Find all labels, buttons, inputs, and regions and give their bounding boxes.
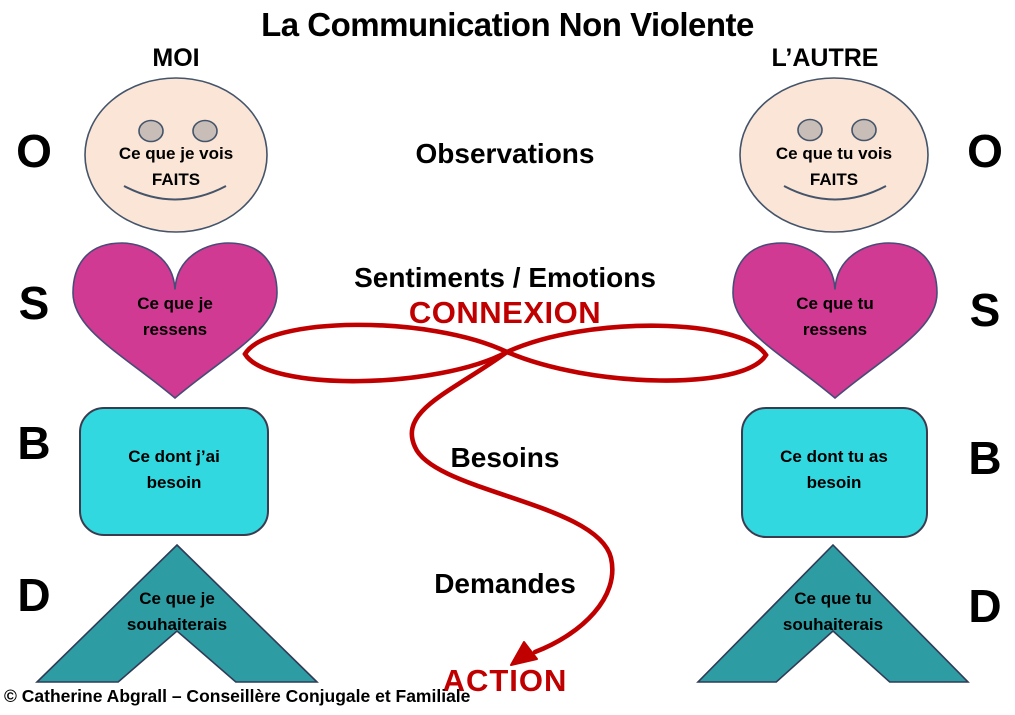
copyright-text: © Catherine Abgrall – Conseillère Conjug… <box>4 686 471 706</box>
eye-icon <box>192 119 218 143</box>
label-action: ACTION <box>442 663 568 698</box>
smile-icon <box>783 185 887 201</box>
row-letter-b-right: B <box>968 432 1002 484</box>
wish-label-left-line2: souhaiterais <box>126 615 228 635</box>
heart-icon-right <box>732 242 938 400</box>
heart-label-right-line2: ressens <box>802 320 868 340</box>
need-box-left <box>79 407 269 536</box>
heart-label-left-line2: ressens <box>142 320 208 340</box>
row-letter-s-left: S <box>18 277 50 329</box>
row-letter-o-right: O <box>967 125 1003 177</box>
wish-label-left: Ce que je souhaiterais <box>87 586 267 639</box>
face-label-left-line1: Ce que je vois <box>118 144 234 163</box>
face-label-left: Ce que je vois FAITS <box>96 141 256 194</box>
face-label-right-line1: Ce que tu vois <box>775 144 893 163</box>
label-connexion: CONNEXION <box>408 295 602 330</box>
row-letter-s-right: S <box>969 284 1001 336</box>
wish-label-right-line2: souhaiterais <box>782 615 884 635</box>
row-letter-b-left: B <box>17 417 51 469</box>
heart-label-left: Ce que je ressens <box>95 291 255 344</box>
face-label-right-line2: FAITS <box>809 170 859 190</box>
face-label-left-line2: FAITS <box>151 170 201 190</box>
need-label-right: Ce dont tu as besoin <box>744 444 924 497</box>
eye-icon <box>797 118 823 142</box>
need-label-left-line2: besoin <box>146 473 202 493</box>
heart-icon-left <box>72 242 278 400</box>
connexion-infinity-loop <box>242 322 769 666</box>
wish-label-left-line1: Ce que je <box>139 589 215 608</box>
row-letter-d-right: D <box>968 580 1002 632</box>
wish-label-right-line1: Ce que tu <box>794 589 872 608</box>
row-letter-d-left: D <box>17 569 51 621</box>
need-label-right-line2: besoin <box>806 473 862 493</box>
eye-icon <box>851 118 877 142</box>
wish-chevron-right <box>696 543 970 683</box>
need-box-right <box>741 407 928 538</box>
label-demandes: Demandes <box>434 568 576 599</box>
label-besoins: Besoins <box>450 442 560 473</box>
action-curve <box>409 349 615 655</box>
column-header-autre: L’AUTRE <box>771 44 879 72</box>
heart-label-right: Ce que tu ressens <box>755 291 915 344</box>
smiley-face-icon-right <box>739 77 929 233</box>
eye-icon <box>138 119 164 143</box>
heart-label-right-line1: Ce que tu <box>796 294 874 313</box>
label-observations: Observations <box>415 138 595 169</box>
smiley-face-icon-left <box>84 77 268 233</box>
smile-icon <box>123 185 227 201</box>
face-label-right: Ce que tu vois FAITS <box>754 141 914 194</box>
need-label-left: Ce dont j’ai besoin <box>84 444 264 497</box>
wish-chevron-left <box>35 543 319 683</box>
wish-label-right: Ce que tu souhaiterais <box>743 586 923 639</box>
action-arrowhead-icon <box>510 641 538 666</box>
need-label-right-line1: Ce dont tu as <box>780 447 888 466</box>
need-label-left-line1: Ce dont j’ai <box>128 447 220 466</box>
label-sentiments: Sentiments / Emotions <box>354 262 656 293</box>
heart-label-left-line1: Ce que je <box>137 294 213 313</box>
column-header-moi: MOI <box>152 44 200 72</box>
page-title: La Communication Non Violente <box>261 6 754 43</box>
row-letter-o-left: O <box>16 125 52 177</box>
